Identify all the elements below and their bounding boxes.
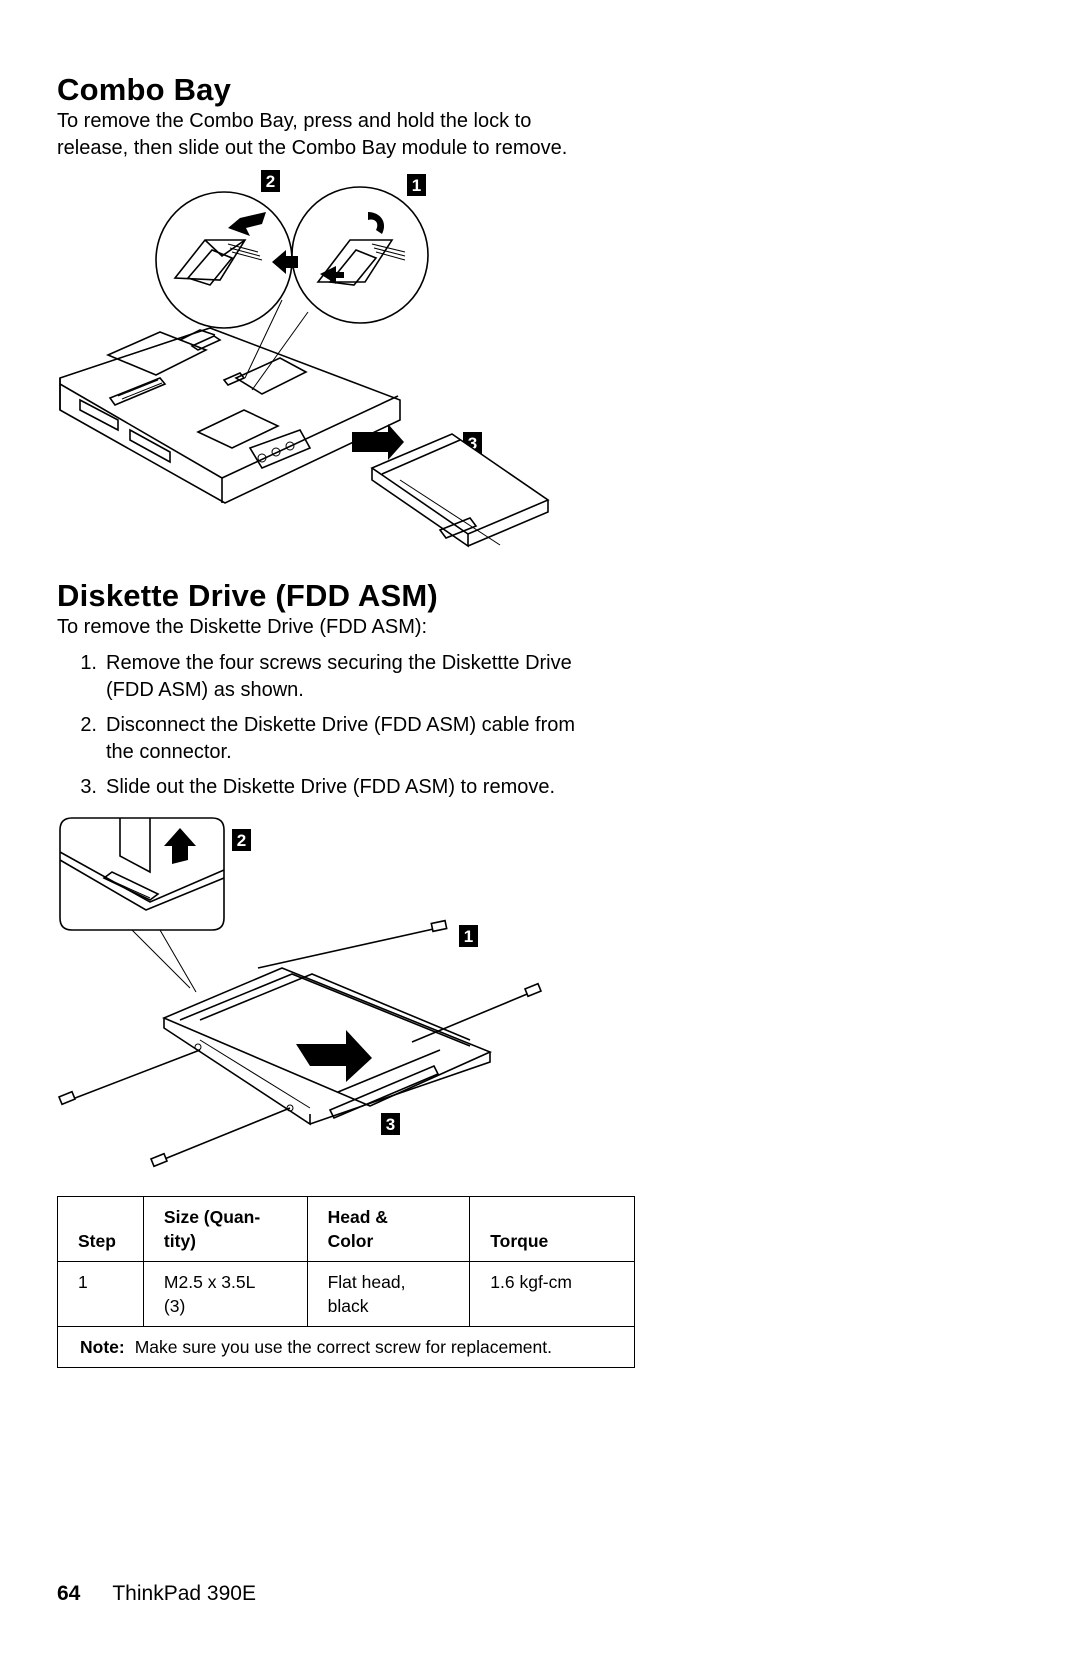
- fdd-intro: To remove the Diskette Drive (FDD ASM):: [57, 616, 428, 638]
- cell-step: 1: [57, 1261, 144, 1327]
- step-2-text: Disconnect the Diskette Drive (FDD ASM) …: [106, 714, 576, 763]
- laptop-base: [59, 327, 401, 504]
- combo-bay-intro: To remove the Combo Bay, press and hold …: [57, 108, 567, 162]
- slide-out-arrow: [352, 424, 404, 460]
- step-3-text: Slide out the Diskette Drive (FDD ASM) t…: [106, 776, 556, 798]
- cell-size: M2.5 x 3.5L (3): [142, 1261, 308, 1327]
- fdd-callout-2: 2: [232, 829, 251, 851]
- page-footer: 64 ThinkPad 390E: [57, 1582, 256, 1606]
- connector-detail: [59, 817, 225, 931]
- step-1-text: Remove the four screws securing the Disk…: [106, 652, 572, 701]
- fdd-steps-list: 1. Remove the four screws securing the D…: [57, 650, 657, 810]
- table-note: Note: Make sure you use the correct screw…: [57, 1326, 635, 1368]
- step-3-number: 3.: [80, 776, 97, 798]
- note-text: Make sure you use the correct screw for …: [134, 1337, 552, 1357]
- combo-bay-intro-line2: release, then slide out the Combo Bay mo…: [57, 137, 568, 159]
- header-step: Step: [57, 1196, 144, 1262]
- combo-bay-heading: Combo Bay: [57, 72, 232, 107]
- table-note-row: Note: Make sure you use the correct screw…: [57, 1326, 635, 1368]
- header-head-color: Head & Color: [306, 1196, 471, 1262]
- cell-head-color: Flat head, black: [306, 1261, 471, 1327]
- screw-spec-table: Step Size (Quan- tity) Head & Color Torq…: [57, 1196, 635, 1368]
- combo-bay-module: [370, 433, 550, 548]
- lock-detail-left: [155, 191, 293, 329]
- header-torque: Torque: [469, 1196, 635, 1262]
- combo-callout-2: 2: [261, 170, 280, 192]
- table-header-row: Step Size (Quan- tity) Head & Color Torq…: [57, 1196, 635, 1262]
- fdd-callout-3: 3: [381, 1113, 400, 1135]
- diskette-drive-tray: [161, 967, 493, 1126]
- fdd-heading: Diskette Drive (FDD ASM): [57, 578, 438, 613]
- step-1-number: 1.: [80, 652, 97, 674]
- combo-callout-1: 1: [407, 174, 426, 196]
- page-number: 64: [57, 1582, 81, 1605]
- fdd-slide-arrow: [296, 1030, 372, 1082]
- table-row: 1 M2.5 x 3.5L (3) Flat head, black 1.6 k…: [57, 1261, 635, 1327]
- fdd-callout-1: 1: [459, 925, 478, 947]
- cell-torque: 1.6 kgf-cm: [469, 1261, 635, 1327]
- note-label: Note:: [80, 1337, 125, 1357]
- step-2-number: 2.: [80, 714, 97, 736]
- product-name: ThinkPad 390E: [112, 1582, 256, 1605]
- lock-detail-right: [291, 186, 429, 324]
- screw-bottom-left: [149, 1107, 291, 1168]
- combo-bay-intro-line1: To remove the Combo Bay, press and hold …: [57, 110, 532, 132]
- screw-top-right: [257, 919, 448, 969]
- header-size: Size (Quan- tity): [142, 1196, 308, 1262]
- screw-left: [57, 1049, 201, 1106]
- screw-right: [411, 982, 543, 1043]
